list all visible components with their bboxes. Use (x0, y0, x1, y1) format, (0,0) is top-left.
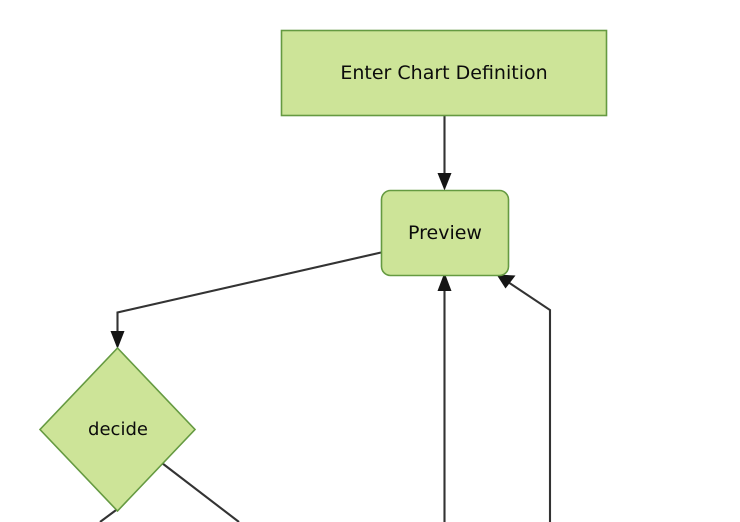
edge-center-to-preview (437, 272, 452, 522)
edge-line (99, 508, 119, 522)
edge-decide-bottom-left (99, 508, 119, 522)
arrowhead-upleft-icon (496, 274, 516, 289)
edge-decide-bottom-right (157, 459, 240, 522)
edge-line (157, 459, 240, 522)
node-label-decide: decide (88, 419, 148, 440)
arrowhead-down-icon (110, 331, 125, 349)
edge-line (504, 279, 552, 522)
node-preview[interactable]: Preview (380, 189, 510, 277)
node-decide[interactable]: decide (38, 346, 197, 513)
edge-enter-to-preview (437, 115, 452, 191)
edge-right-to-preview (496, 274, 552, 522)
node-label-preview: Preview (408, 222, 482, 244)
arrowhead-up-icon (437, 272, 452, 291)
node-label-enter-chart-definition: Enter Chart Definition (340, 62, 547, 84)
arrowhead-down-icon (437, 173, 452, 191)
edge-line (116, 251, 382, 340)
edge-preview-to-decide (110, 251, 382, 349)
node-shape-diamond (38, 346, 197, 513)
node-shape-rounded-rectangle (380, 189, 510, 277)
node-enter-chart-definition[interactable]: Enter Chart Definition (280, 29, 608, 117)
node-shape-rectangle (280, 29, 608, 117)
